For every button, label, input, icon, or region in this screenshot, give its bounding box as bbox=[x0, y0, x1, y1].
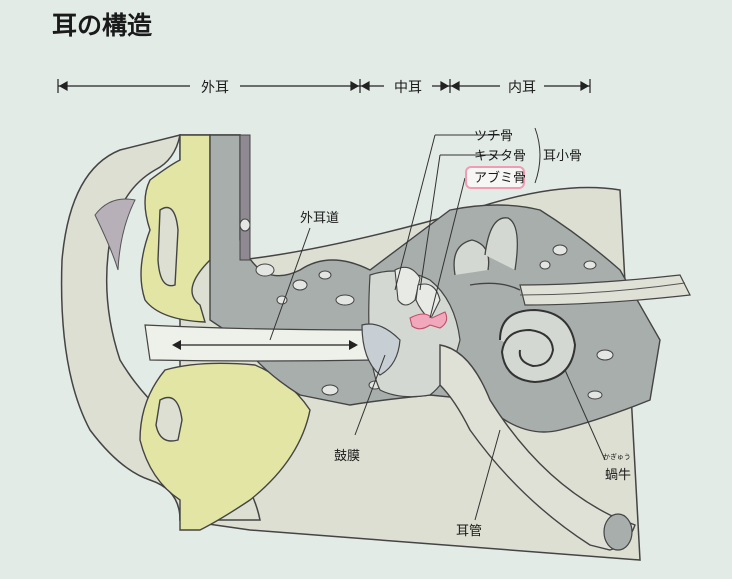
eustachian-tube-label: 耳管 bbox=[456, 524, 482, 539]
leader-lines bbox=[269, 127, 606, 521]
eardrum bbox=[361, 323, 401, 376]
hammer-label: ツチ骨 bbox=[474, 129, 513, 144]
cochlea-ruby-label: かぎゅう bbox=[603, 452, 631, 461]
stirrup-highlight-box bbox=[465, 166, 525, 189]
ossicles-label: 耳小骨 bbox=[543, 149, 582, 164]
outer-ear-label: 外耳 bbox=[201, 80, 229, 96]
bone-cavities bbox=[239, 218, 614, 400]
inner-ear-label: 内耳 bbox=[508, 80, 536, 96]
ear-canal bbox=[144, 324, 376, 362]
auditory-nerve bbox=[519, 274, 691, 306]
cartilage bbox=[139, 134, 311, 531]
eustachian-tube bbox=[439, 344, 636, 551]
section-ruler bbox=[57, 79, 591, 93]
cochlea-label: 蝸牛 bbox=[605, 468, 631, 483]
hammer-bone bbox=[394, 266, 421, 306]
stirrup-label: アブミ骨 bbox=[474, 170, 526, 186]
cochlea bbox=[499, 308, 577, 384]
semicircular-canals bbox=[453, 217, 521, 291]
middle-ear-label: 中耳 bbox=[394, 80, 422, 96]
ear-canal-label: 外耳道 bbox=[300, 211, 339, 226]
eardrum-label: 鼓膜 bbox=[334, 449, 360, 464]
ossicles bbox=[394, 266, 448, 330]
page-title: 耳の構造 bbox=[52, 11, 152, 40]
stirrup-bone bbox=[409, 311, 448, 330]
anvil-label: キヌタ骨 bbox=[474, 149, 526, 164]
